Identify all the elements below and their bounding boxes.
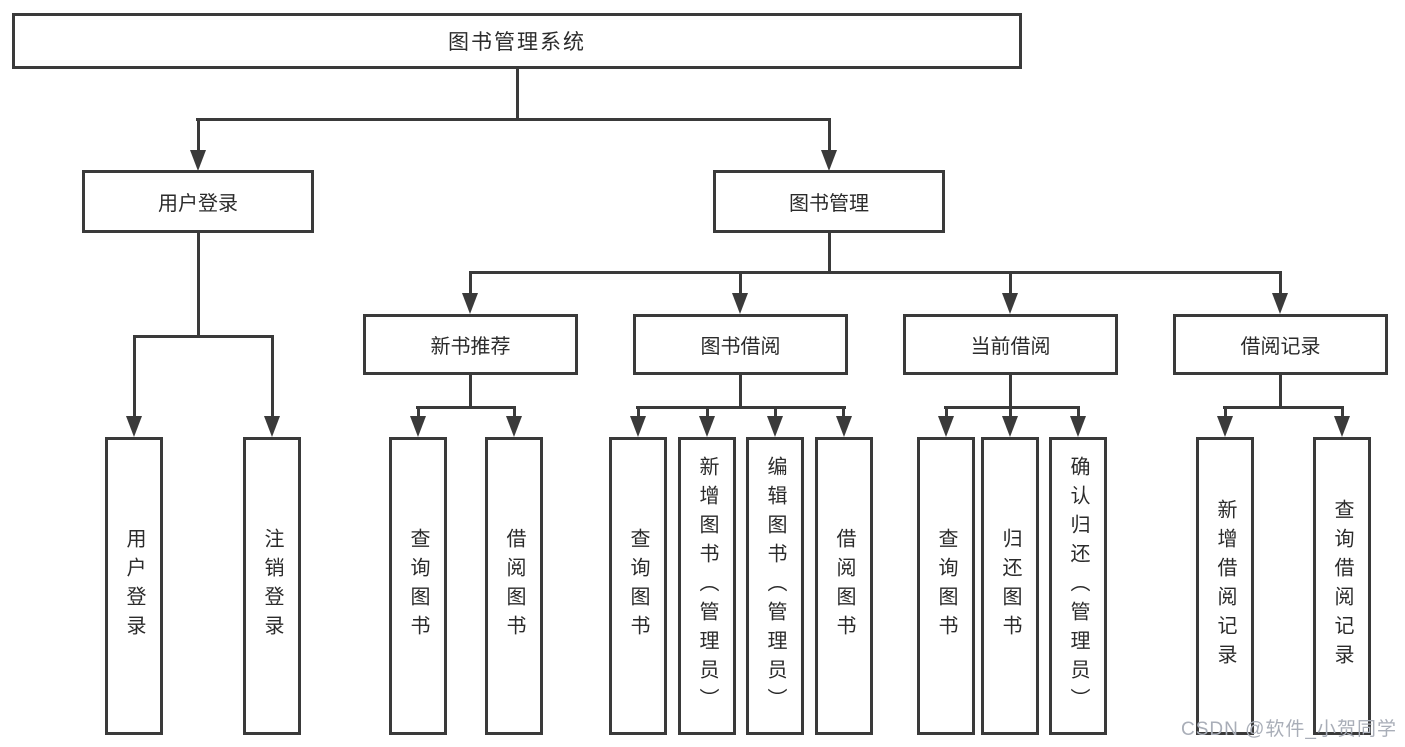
- node-leaf-logout: 注销登录: [243, 437, 301, 735]
- node-leaf-query-book-1-label: 查询图书: [407, 528, 429, 644]
- connector-current-borrow-stub: [1009, 375, 1012, 409]
- node-leaf-add-borrow-record-label: 新增借阅记录: [1214, 499, 1236, 673]
- connector-leaf-query-record-stem: [1341, 406, 1344, 418]
- node-borrow-records: 借阅记录: [1173, 314, 1388, 375]
- connector-user-login-stub: [197, 233, 200, 337]
- connector-borrow-records-bar: [1223, 406, 1344, 409]
- connector-book-borrow-stub: [739, 375, 742, 409]
- arrowhead-current-borrow: [1002, 293, 1018, 314]
- arrowhead-leaf-confirm-return: [1070, 416, 1086, 437]
- node-borrow-records-label: 借阅记录: [1240, 336, 1321, 358]
- node-current-borrow-label: 当前借阅: [970, 336, 1051, 358]
- arrowhead-leaf-edit-book: [767, 416, 783, 437]
- connector-root-to-user-login-stem: [197, 118, 200, 152]
- node-leaf-borrow-book-2-label: 借阅图书: [833, 528, 855, 644]
- arrowhead-leaf-login: [126, 416, 142, 437]
- node-leaf-query-borrow-record: 查询借阅记录: [1313, 437, 1371, 735]
- arrowhead-leaf-query-book-1: [410, 416, 426, 437]
- connector-root-bar: [196, 118, 831, 121]
- node-leaf-add-book: 新增图书（管理员）: [678, 437, 736, 735]
- connector-leaf-borrow-book-1-stem: [513, 406, 516, 418]
- arrowhead-leaf-query-book-3: [938, 416, 954, 437]
- arrowhead-leaf-query-record: [1334, 416, 1350, 437]
- connector-new-book-recommend-stem: [469, 271, 472, 295]
- connector-root-stem: [516, 69, 519, 120]
- connector-book-borrow-bar: [636, 406, 846, 409]
- node-book-borrow: 图书借阅: [633, 314, 848, 375]
- node-leaf-edit-book-label: 编辑图书（管理员）: [764, 455, 786, 717]
- node-book-management: 图书管理: [713, 170, 945, 233]
- node-user-login-label: 用户登录: [158, 193, 238, 215]
- node-book-borrow-label: 图书借阅: [700, 336, 781, 358]
- arrowhead-leaf-add-record: [1217, 416, 1233, 437]
- connector-borrow-records-stub: [1279, 375, 1282, 409]
- connector-leaf-edit-book-stem: [774, 406, 777, 418]
- connector-book-management-bar: [469, 271, 1281, 274]
- arrowhead-leaf-add-book: [699, 416, 715, 437]
- arrowhead-leaf-logout: [264, 416, 280, 437]
- connector-leaf-query-book-2-stem: [637, 406, 640, 418]
- connector-leaf-return-book-stem: [1009, 406, 1012, 418]
- connector-current-borrow-stem: [1009, 271, 1012, 295]
- node-new-book-recommend-label: 新书推荐: [430, 336, 511, 358]
- connector-leaf-query-book-1-stem: [417, 406, 420, 418]
- node-user-login: 用户登录: [82, 170, 314, 233]
- connector-book-management-stub: [828, 233, 831, 274]
- node-leaf-query-borrow-record-label: 查询借阅记录: [1331, 499, 1353, 673]
- node-root: 图书管理系统: [12, 13, 1022, 69]
- node-leaf-return-book-label: 归还图书: [999, 528, 1021, 644]
- node-leaf-borrow-book-2: 借阅图书: [815, 437, 873, 735]
- node-leaf-query-book-3-label: 查询图书: [935, 528, 957, 644]
- node-leaf-borrow-book-1-label: 借阅图书: [503, 528, 525, 644]
- connector-user-login-bar: [133, 335, 274, 338]
- arrowhead-book-management: [821, 150, 837, 171]
- node-leaf-confirm-return-label: 确认归还（管理员）: [1067, 455, 1089, 717]
- connector-leaf-add-record-stem: [1224, 406, 1227, 418]
- node-leaf-logout-label: 注销登录: [261, 528, 283, 644]
- node-leaf-user-login-label: 用户登录: [123, 528, 145, 644]
- node-leaf-confirm-return: 确认归还（管理员）: [1049, 437, 1107, 735]
- node-root-label: 图书管理系统: [448, 31, 586, 54]
- arrowhead-book-borrow: [732, 293, 748, 314]
- connector-leaf-query-book-3-stem: [945, 406, 948, 418]
- connector-new-book-recommend-bar: [416, 406, 516, 409]
- node-leaf-query-book-1: 查询图书: [389, 437, 447, 735]
- connector-leaf-confirm-return-stem: [1077, 406, 1080, 418]
- connector-leaf-borrow-book-2-stem: [842, 406, 845, 418]
- node-leaf-add-book-label: 新增图书（管理员）: [696, 455, 718, 717]
- node-leaf-edit-book: 编辑图书（管理员）: [746, 437, 804, 735]
- node-leaf-borrow-book-1: 借阅图书: [485, 437, 543, 735]
- connector-leaf-add-book-stem: [706, 406, 709, 418]
- node-leaf-return-book: 归还图书: [981, 437, 1039, 735]
- node-leaf-user-login: 用户登录: [105, 437, 163, 735]
- arrowhead-new-book-recommend: [462, 293, 478, 314]
- connector-leaf-login-stem: [133, 335, 136, 417]
- node-current-borrow: 当前借阅: [903, 314, 1118, 375]
- arrowhead-leaf-query-book-2: [630, 416, 646, 437]
- arrowhead-leaf-return-book: [1002, 416, 1018, 437]
- node-leaf-query-book-2: 查询图书: [609, 437, 667, 735]
- connector-borrow-records-stem: [1279, 271, 1282, 295]
- node-new-book-recommend: 新书推荐: [363, 314, 578, 375]
- connector-leaf-logout-stem: [271, 335, 274, 417]
- connector-root-to-book-management-stem: [828, 118, 831, 152]
- connector-new-book-recommend-stub: [469, 375, 472, 409]
- arrowhead-leaf-borrow-book-1: [506, 416, 522, 437]
- node-leaf-query-book-2-label: 查询图书: [627, 528, 649, 644]
- node-leaf-query-book-3: 查询图书: [917, 437, 975, 735]
- arrowhead-borrow-records: [1272, 293, 1288, 314]
- node-leaf-add-borrow-record: 新增借阅记录: [1196, 437, 1254, 735]
- watermark: CSDN @软件_小贺同学: [1181, 719, 1397, 740]
- connector-book-borrow-stem: [739, 271, 742, 295]
- connector-current-borrow-bar: [944, 406, 1080, 409]
- arrowhead-leaf-borrow-book-2: [836, 416, 852, 437]
- node-book-management-label: 图书管理: [789, 193, 869, 215]
- arrowhead-user-login: [190, 150, 206, 171]
